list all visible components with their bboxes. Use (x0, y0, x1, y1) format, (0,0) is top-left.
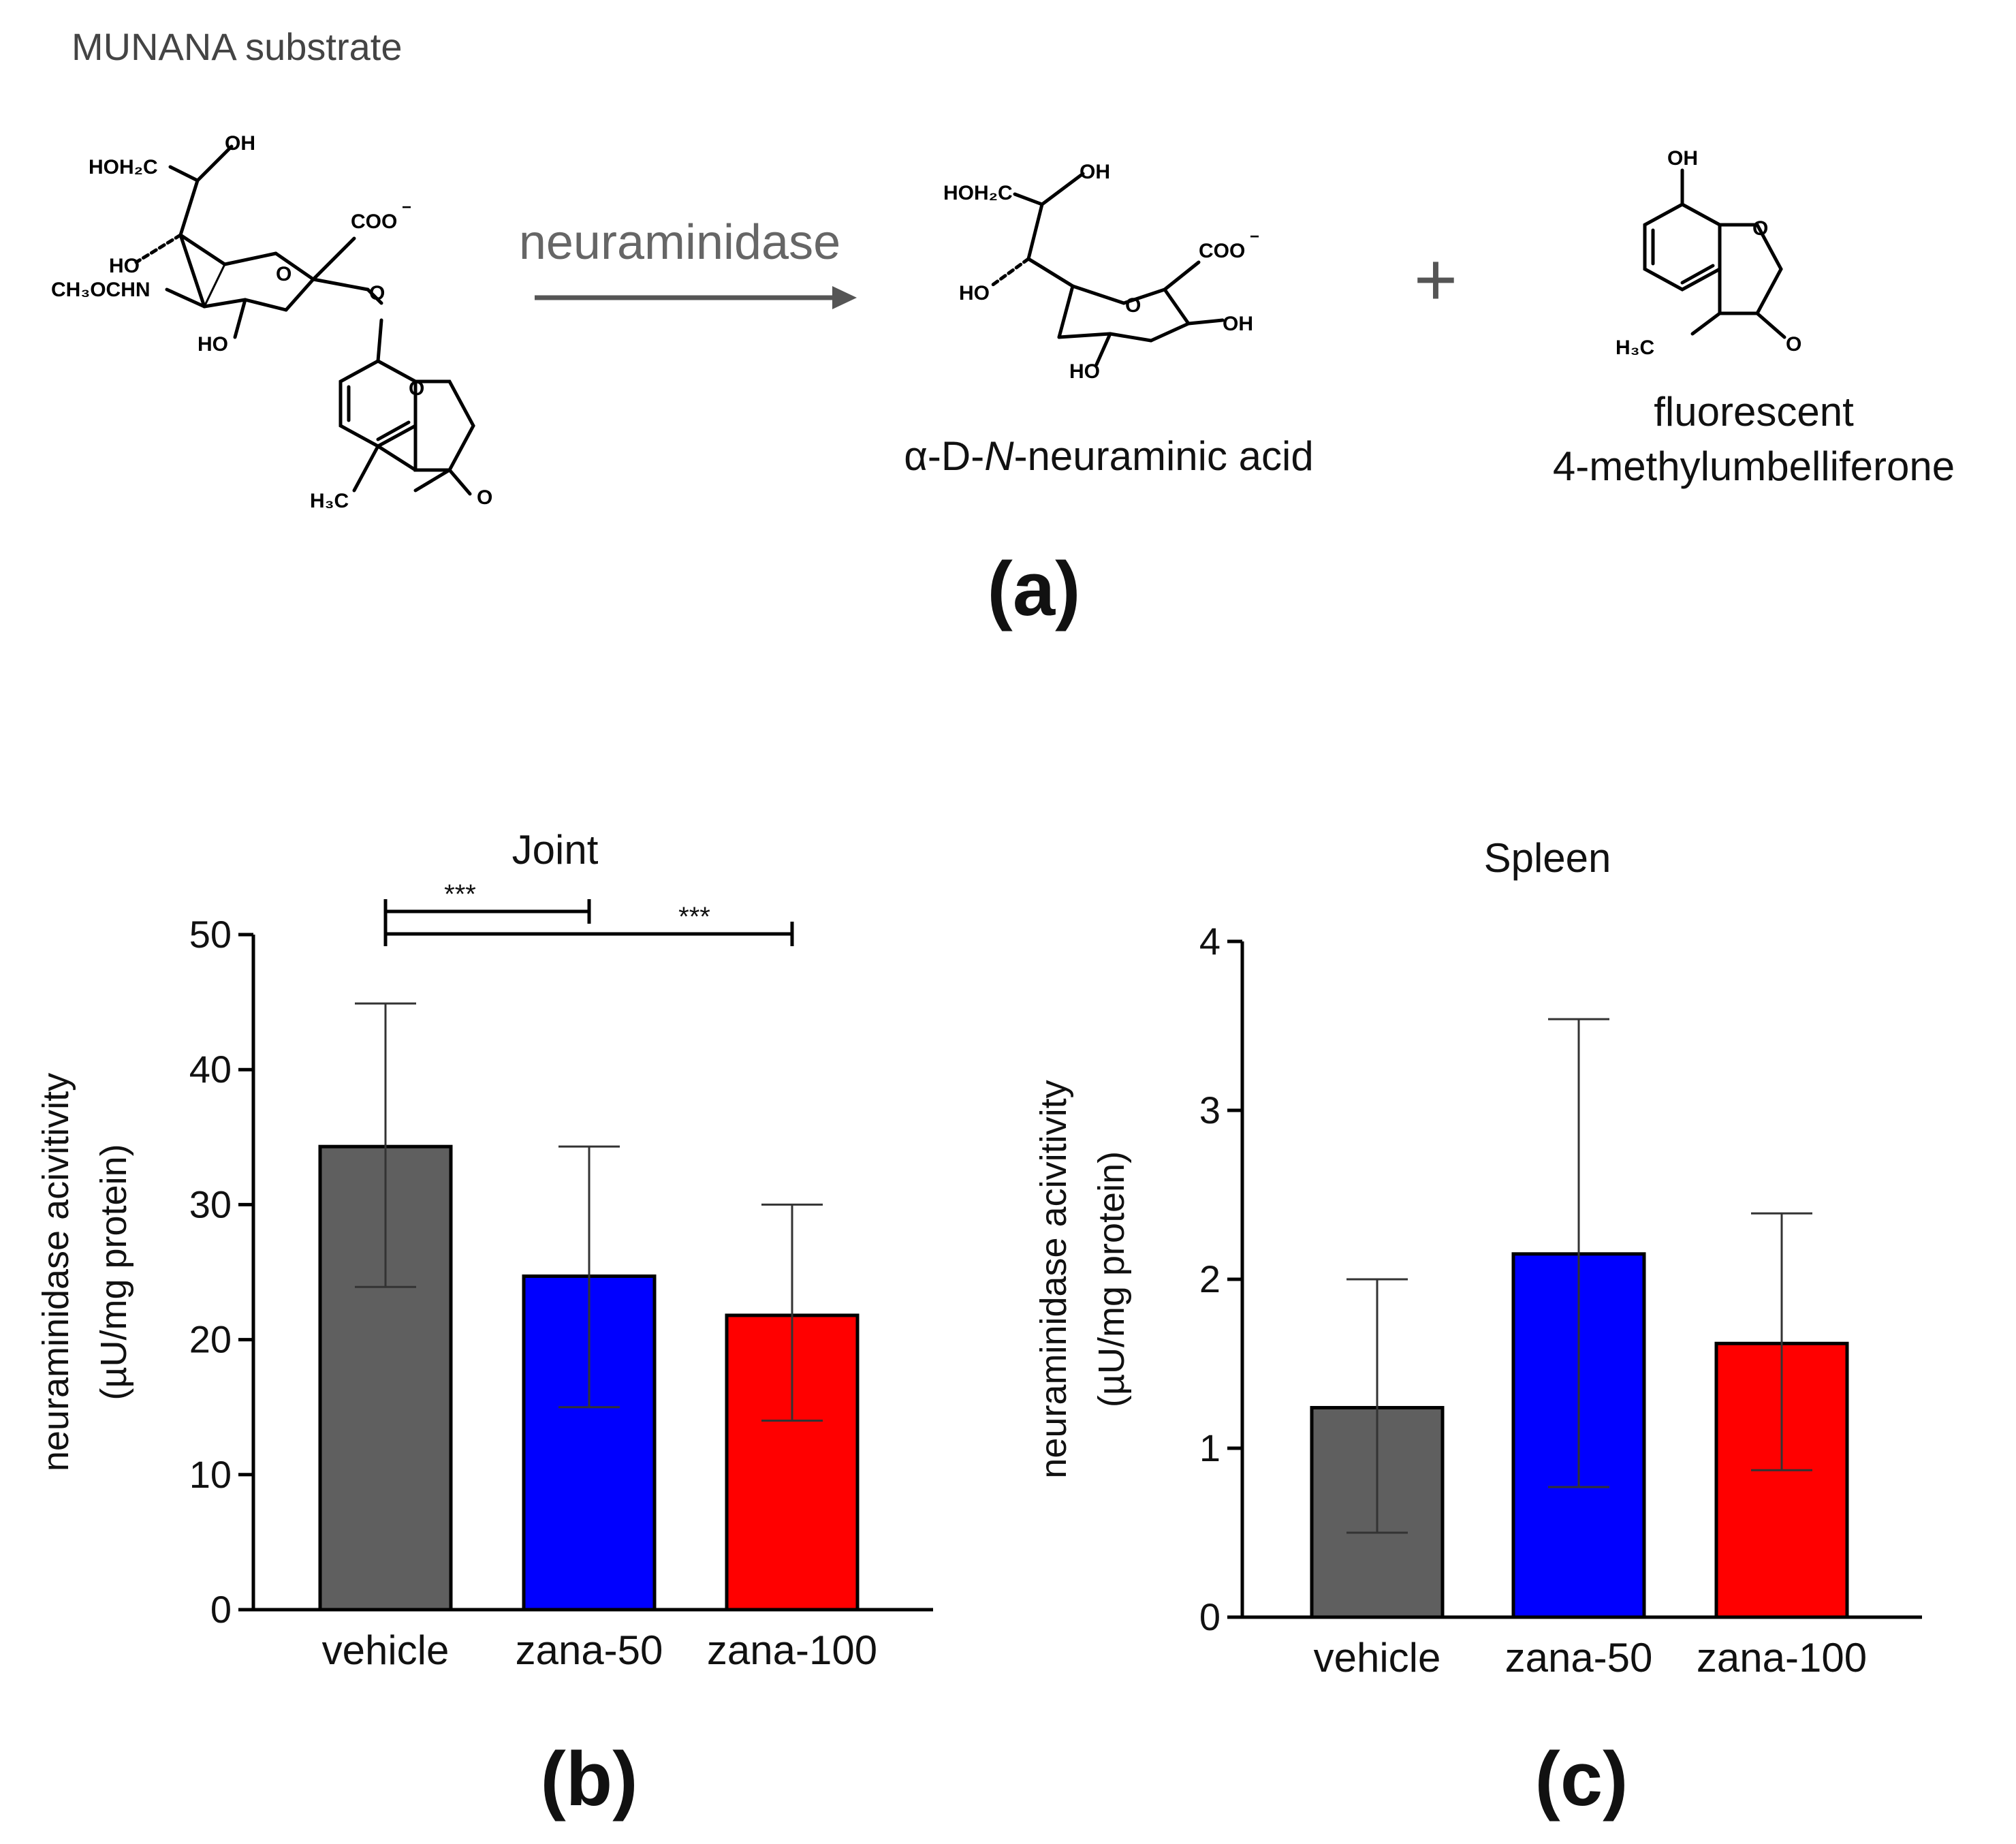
mu-atom-labels: OH O O H₃C (1616, 147, 1801, 359)
atom-coo-charge: − (402, 198, 411, 217)
y-tick-label: 20 (189, 1318, 232, 1361)
na-atom-ho-bottom: HO (1069, 360, 1100, 383)
y-tick-label: 50 (189, 913, 232, 956)
y-axis-label-unit: (µU/mg protein) (93, 1144, 134, 1400)
atom-acetamido: CH₃OCHN (51, 279, 151, 301)
atom-o-ring: O (276, 263, 292, 285)
na-atom-ho-left: HO (959, 282, 990, 304)
significance-label: *** (678, 902, 710, 932)
y-tick-label: 10 (189, 1453, 232, 1496)
enzyme-label: neuraminidase (519, 215, 840, 270)
product2-label-line2: 4-methylumbelliferone (1553, 443, 1955, 489)
na-atom-coo: COO (1199, 240, 1245, 262)
na-atom-o-ring: O (1125, 294, 1141, 317)
panel-label: (b) (540, 1736, 637, 1822)
mu-atom-o-ring: O (1752, 217, 1768, 240)
significance-label: *** (444, 879, 476, 909)
plus-sign: + (1414, 238, 1458, 322)
y-axis-label-unit: (µU/mg protein) (1091, 1151, 1132, 1407)
y-tick-label: 2 (1199, 1257, 1220, 1300)
na-atom-coo-charge: − (1250, 228, 1259, 246)
y-axis-label: neuraminidase acivitivity (35, 1073, 76, 1471)
munana-structure (134, 144, 475, 496)
munana-atom-labels: HOH₂C OH HO CH₃OCHN HO O COO − O O O H₃C (51, 132, 492, 512)
methylumbelliferone-structure (1643, 168, 1786, 339)
chart-joint: 0 10 20 30 40 50 vehicle zana-50 zana-100 Joint ne… (35, 827, 933, 1822)
chart-title: Joint (512, 827, 599, 873)
y-axis-label: neuraminidase acivitivity (1033, 1080, 1074, 1478)
atom-hoh2c: HOH₂C (89, 156, 158, 178)
category-label: zana-50 (1505, 1635, 1653, 1681)
atom-o-link: O (369, 282, 385, 304)
y-tick-label: 30 (189, 1183, 232, 1225)
mu-atom-oh: OH (1667, 147, 1698, 170)
atom-coo: COO (351, 210, 397, 233)
substrate-label: MUNANA substrate (72, 25, 403, 68)
y-tick-label: 1 (1199, 1426, 1220, 1469)
y-tick-label: 4 (1199, 920, 1220, 963)
atom-o-lactone: O (409, 377, 424, 400)
neuraminic-acid-structure (989, 172, 1225, 366)
category-label: zana-50 (516, 1627, 663, 1673)
y-tick-label: 0 (210, 1588, 232, 1631)
category-label: vehicle (322, 1627, 450, 1673)
panel-label-a: (a) (988, 546, 1081, 631)
na-atom-hoh2c: HOH₂C (943, 182, 1013, 204)
atom-h3c: H₃C (310, 490, 349, 512)
reaction-arrow (535, 286, 857, 309)
category-label: vehicle (1314, 1635, 1441, 1681)
chart-spleen: 0 1 2 3 4 vehicle zana-50 zana-100 Spleen neurami… (1033, 835, 1922, 1822)
product2-label-line1: fluorescent (1654, 389, 1854, 435)
neuraminic-atom-labels: HOH₂C OH HO O COO − OH HO (943, 161, 1259, 383)
category-label: zana-100 (707, 1627, 877, 1673)
mu-atom-h3c: H₃C (1616, 337, 1654, 359)
atom-ho: HO (109, 255, 140, 277)
atom-o-carbonyl: O (477, 486, 492, 509)
mu-atom-o-carbonyl: O (1786, 333, 1801, 356)
atom-oh: OH (225, 132, 255, 155)
y-tick-label: 3 (1199, 1089, 1220, 1131)
y-tick-label: 0 (1199, 1595, 1220, 1638)
panel-label: (c) (1535, 1736, 1628, 1822)
na-atom-oh-right: OH (1223, 313, 1253, 335)
y-tick-label: 40 (189, 1048, 232, 1091)
na-atom-oh-top: OH (1080, 161, 1110, 183)
chart-title: Spleen (1484, 835, 1611, 881)
reaction-scheme: MUNANA substrate (51, 25, 1955, 631)
product1-label: α-D-N-neuraminic acid (904, 433, 1314, 479)
category-label: zana-100 (1697, 1635, 1867, 1681)
atom-ho-ring: HO (198, 333, 228, 356)
